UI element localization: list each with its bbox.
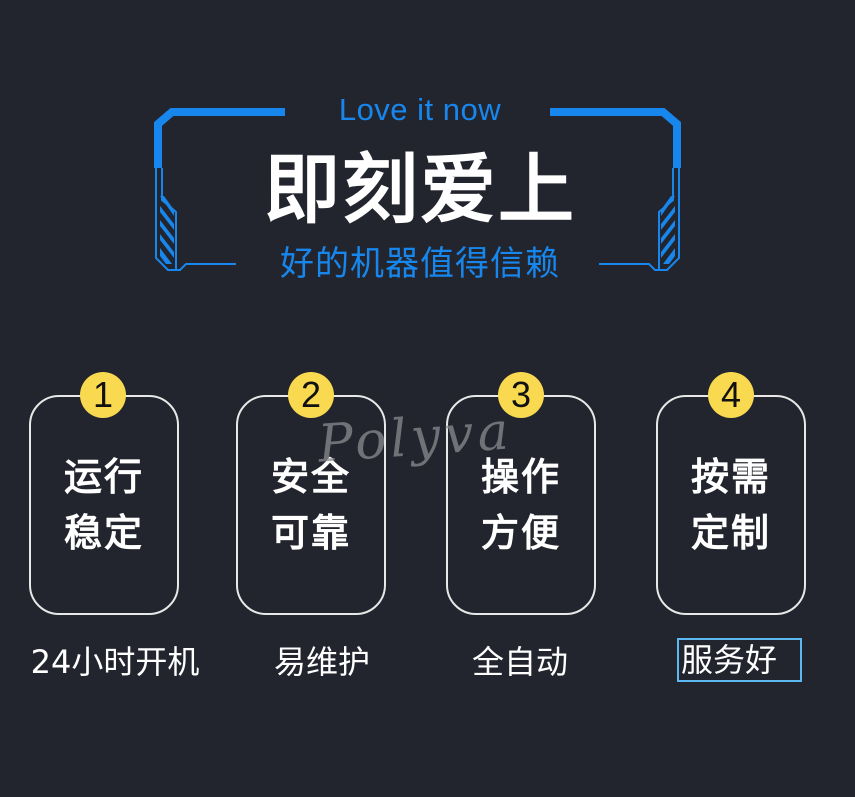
feature-line-2: 定制 [690, 511, 771, 555]
left-stripes-icon [160, 196, 174, 264]
feature-line-2: 可靠 [270, 511, 351, 555]
feature-card-text: 操作 方便 [448, 449, 594, 561]
feature-line-1: 运行 [63, 455, 144, 499]
feature-card-text: 运行 稳定 [31, 449, 177, 561]
feature-line-1: 操作 [480, 455, 561, 499]
feature-caption-2: 易维护 [273, 643, 370, 681]
feature-card-1: 运行 稳定 [29, 395, 179, 615]
feature-line-2: 方便 [480, 511, 561, 555]
feature-caption-1: 24小时开机 [30, 643, 200, 681]
feature-line-1: 安全 [270, 455, 351, 499]
feature-card-text: 按需 定制 [658, 449, 804, 561]
feature-caption-3: 全自动 [471, 643, 568, 681]
page-title: 即刻爱上 [264, 145, 576, 234]
number-badge-2: 2 [288, 372, 334, 418]
feature-line-2: 稳定 [63, 511, 144, 555]
feature-line-1: 按需 [690, 455, 771, 499]
feature-card-text: 安全 可靠 [238, 449, 384, 561]
page-subtitle: 好的机器值得信赖 [280, 244, 560, 284]
right-stripes-icon [661, 196, 675, 264]
feature-card-3: 操作 方便 [446, 395, 596, 615]
number-badge-3: 3 [498, 372, 544, 418]
number-badge-4: 4 [708, 372, 754, 418]
number-badge-1: 1 [80, 372, 126, 418]
feature-card-2: 安全 可靠 [236, 395, 386, 615]
english-tagline: Love it now [338, 92, 502, 127]
feature-card-4: 按需 定制 [656, 395, 806, 615]
feature-caption-4-selected[interactable]: 服务好 [677, 638, 802, 682]
